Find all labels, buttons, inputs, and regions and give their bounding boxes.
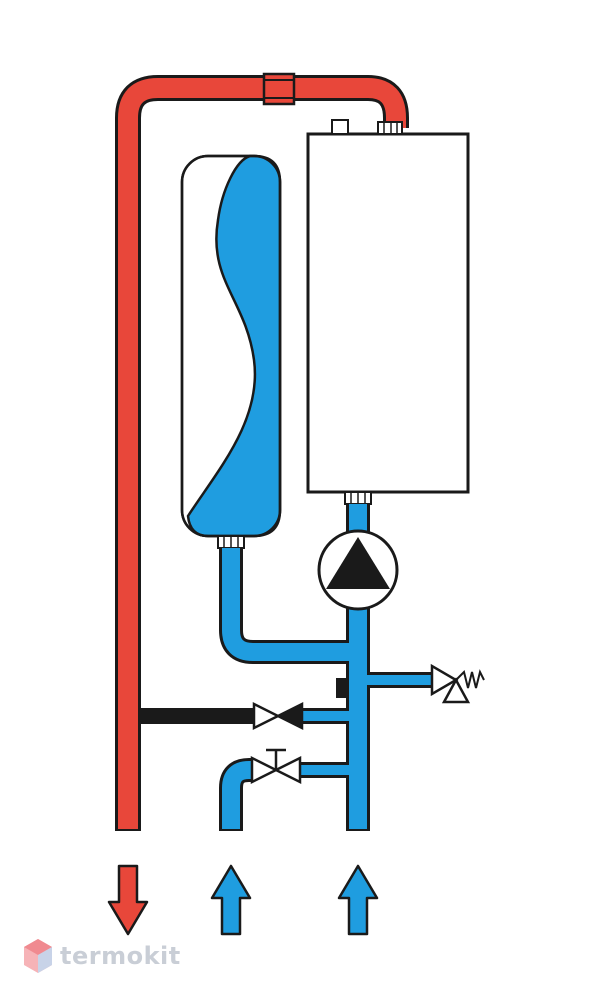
circulation-pump (317, 529, 399, 611)
sensor-block (336, 678, 348, 698)
electric-boiler (306, 119, 470, 505)
watermark: termokit (22, 934, 181, 978)
pipe-coupling (262, 72, 296, 106)
non-return-valve (252, 701, 304, 731)
shutoff-valve (250, 748, 302, 785)
makeup-flow-arrow-up-icon (210, 864, 252, 936)
membrane-expansion-tank (180, 154, 282, 549)
hexagon-logo-icon (24, 939, 52, 973)
supply-flow-arrow-down-icon (107, 864, 149, 936)
return-flow-arrow-up-icon (337, 864, 379, 936)
pressure-relief-valve (430, 663, 485, 704)
watermark-text: termokit (60, 942, 181, 970)
